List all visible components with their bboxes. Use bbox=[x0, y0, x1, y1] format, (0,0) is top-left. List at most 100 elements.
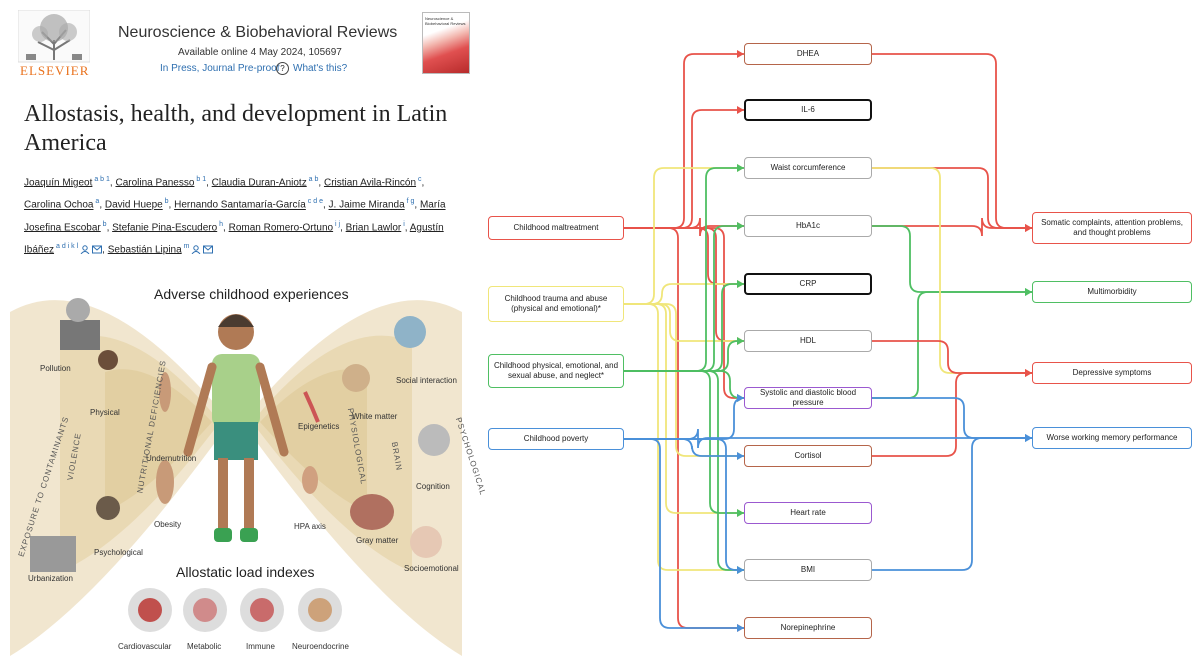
edge-cortisol-depress-arrowhead bbox=[1025, 369, 1032, 377]
item-gray-matter: Gray matter bbox=[356, 536, 399, 545]
author-affiliation[interactable]: i bbox=[401, 220, 405, 228]
edge-maltreatment-il6-arrowhead bbox=[737, 106, 744, 114]
outcome-node-depress: Depressive symptoms bbox=[1032, 362, 1192, 384]
mail-icon[interactable] bbox=[203, 245, 214, 254]
edge-maltreatment-dhea-arrowhead bbox=[737, 50, 744, 58]
edge-bp-multi-arrowhead bbox=[1025, 288, 1032, 296]
journal-header: ELSEVIER Neuroscience & Biobehavioral Re… bbox=[0, 0, 472, 90]
article-panel: ELSEVIER Neuroscience & Biobehavioral Re… bbox=[0, 0, 488, 656]
edge-poverty-wm-arrowhead bbox=[1025, 434, 1032, 442]
person-icon[interactable] bbox=[191, 245, 201, 255]
edge-maltreatment-norepi bbox=[623, 227, 745, 629]
author-affiliation[interactable]: i j bbox=[333, 220, 341, 228]
biomarker-node-waist: Waist corcumference bbox=[744, 157, 872, 179]
author-affiliation[interactable]: b 1 bbox=[194, 176, 207, 183]
cover-title: Neuroscience & Biobehavioral Reviews bbox=[425, 16, 466, 26]
edge-hba1c-somatic-arrowhead bbox=[1025, 224, 1032, 232]
author-affiliation[interactable]: b bbox=[162, 198, 169, 206]
item-physical: Physical bbox=[90, 408, 120, 417]
person-icon[interactable] bbox=[80, 245, 90, 255]
edge-neglect-hba1c-arrowhead bbox=[737, 222, 744, 230]
exposure-node-trauma: Childhood trauma and abuse (physical and… bbox=[488, 286, 624, 322]
edge-poverty-wm bbox=[623, 428, 1033, 449]
edge-bmi-wm bbox=[871, 437, 1033, 571]
author-affiliation[interactable]: a d i k l bbox=[54, 242, 79, 250]
elsevier-tree-logo bbox=[18, 10, 90, 63]
edge-maltreatment-bp bbox=[623, 227, 745, 399]
author-name[interactable]: Claudia Duran-Aniotz bbox=[211, 177, 307, 189]
author-affiliation[interactable]: h bbox=[217, 220, 224, 228]
factory-illustration bbox=[60, 320, 100, 350]
edge-poverty-cortisol-arrowhead bbox=[737, 452, 744, 460]
graphical-abstract: Adverse childhood experiences Allostatic… bbox=[0, 272, 488, 656]
author-name[interactable]: Sebastián Lipina bbox=[107, 244, 182, 256]
author-name[interactable]: Roman Romero-Ortuno bbox=[228, 221, 334, 233]
edge-neglect-waist-arrowhead bbox=[737, 164, 744, 172]
whats-this-link[interactable]: What's this? bbox=[293, 63, 348, 74]
author-affiliation[interactable]: b bbox=[100, 220, 107, 228]
edge-neglect-bmi bbox=[623, 370, 745, 571]
author-affiliation[interactable]: a bbox=[93, 198, 100, 206]
item-obesity: Obesity bbox=[154, 520, 182, 529]
edge-cortisol-depress bbox=[871, 372, 1033, 457]
author-affiliation[interactable]: c bbox=[416, 176, 422, 183]
edge-neglect-crp-arrowhead bbox=[737, 280, 744, 288]
help-icon[interactable]: ? bbox=[276, 62, 289, 75]
city-illustration bbox=[30, 536, 76, 572]
exposure-node-poverty: Childhood poverty bbox=[488, 428, 624, 450]
edge-hba1c-somatic bbox=[871, 217, 1033, 237]
outcome-node-multi: Multimorbidity bbox=[1032, 281, 1192, 303]
edge-waist-depress bbox=[871, 167, 1033, 374]
item-psychological: Psychological bbox=[94, 548, 143, 557]
item-socioemotional: Socioemotional bbox=[404, 564, 459, 573]
author-name[interactable]: Cristian Avila-Rincón bbox=[323, 177, 417, 189]
index-immune: Immune bbox=[246, 642, 275, 651]
author-name[interactable]: Agustín Ibáñez bbox=[24, 221, 444, 256]
author-name[interactable]: María Josefina Escobar bbox=[24, 199, 446, 233]
author-name[interactable]: Carolina Panesso bbox=[115, 177, 195, 189]
outcome-node-wm: Worse working memory performance bbox=[1032, 427, 1192, 449]
edge-maltreatment-dhea bbox=[623, 53, 745, 229]
abstract-bottom-title: Allostatic load indexes bbox=[176, 564, 315, 580]
mail-icon[interactable] bbox=[92, 245, 103, 254]
author-affiliation[interactable]: a b 1 bbox=[92, 176, 110, 183]
author-name[interactable]: Hernando Santamaría-García bbox=[174, 199, 306, 211]
author-name[interactable]: Stefanie Pina-Escudero bbox=[112, 221, 218, 233]
biomarker-node-dhea: DHEA bbox=[744, 43, 872, 65]
edge-trauma-hr bbox=[623, 303, 745, 514]
author-name[interactable]: J. Jaime Miranda bbox=[328, 199, 405, 211]
exposure-node-neglect: Childhood physical, emotional, and sexua… bbox=[488, 354, 624, 388]
item-white-matter: White matter bbox=[352, 412, 398, 421]
index-cardiovascular: Cardiovascular bbox=[118, 642, 172, 651]
edge-poverty-norepi-arrowhead bbox=[737, 624, 744, 632]
author-affiliation[interactable]: m bbox=[181, 242, 190, 250]
journal-name[interactable]: Neuroscience & Biobehavioral Reviews bbox=[118, 24, 398, 41]
edge-neglect-hba1c bbox=[623, 225, 745, 372]
edge-neglect-hdl-arrowhead bbox=[737, 337, 744, 345]
status-link[interactable]: In Press, Journal Pre-proof bbox=[160, 63, 280, 74]
availability-text: Available online 4 May 2024, 105697 bbox=[178, 47, 342, 58]
edge-trauma-hdl bbox=[623, 303, 745, 342]
edge-poverty-bp bbox=[623, 397, 745, 440]
author-name[interactable]: Carolina Ochoa bbox=[24, 199, 94, 211]
biomarker-node-bmi: BMI bbox=[744, 559, 872, 581]
author-affiliation[interactable]: a b bbox=[306, 176, 319, 183]
item-hpa-axis: HPA axis bbox=[294, 522, 326, 531]
edge-trauma-crp bbox=[623, 283, 745, 305]
abstract-background bbox=[10, 298, 462, 656]
author-affiliation[interactable]: f g bbox=[404, 198, 415, 206]
item-cognition: Cognition bbox=[416, 482, 450, 491]
publisher-name: ELSEVIER bbox=[20, 63, 90, 78]
author-name[interactable]: David Huepe bbox=[104, 199, 163, 211]
index-metabolic: Metabolic bbox=[187, 642, 222, 651]
journal-cover-thumbnail[interactable]: Neuroscience & Biobehavioral Reviews bbox=[422, 12, 470, 74]
people-illustration bbox=[394, 316, 426, 348]
biomarker-node-norepi: Norepinephrine bbox=[744, 617, 872, 639]
edge-bp-multi bbox=[871, 291, 1033, 399]
author-name[interactable]: Brian Lawlor bbox=[345, 221, 402, 233]
edge-hba1c-multi bbox=[871, 225, 1033, 293]
author-affiliation[interactable]: c d e bbox=[305, 198, 323, 206]
biomarker-node-il6: IL-6 bbox=[744, 99, 872, 121]
author-name[interactable]: Joaquín Migeot bbox=[24, 177, 93, 189]
